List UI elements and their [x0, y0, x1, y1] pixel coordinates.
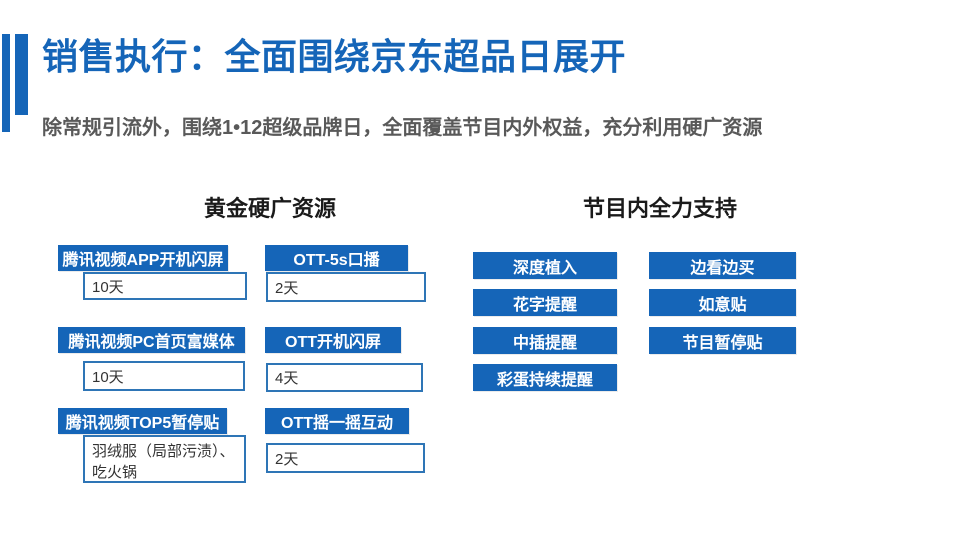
support-chip-deep-placement: 深度植入 [473, 252, 617, 279]
resource-label-app-splash: 腾讯视频APP开机闪屏 [58, 245, 228, 271]
resource-label-ott-splash: OTT开机闪屏 [265, 327, 401, 353]
resource-value-ott-splash: 4天 [266, 363, 423, 392]
support-chip-easteregg-reminder: 彩蛋持续提醒 [473, 364, 617, 391]
section-header-hard-ad: 黄金硬广资源 [203, 196, 336, 221]
resource-label-ott-5s: OTT-5s口播 [265, 245, 408, 271]
title-accent-bar-thin [2, 34, 10, 132]
resource-value-top5-pause: 羽绒服（局部污渍）、吃火锅 [83, 435, 246, 483]
slide-title: 销售执行：全面围绕京东超品日展开 [42, 36, 627, 77]
support-chip-watch-and-buy: 边看边买 [649, 252, 796, 279]
resource-label-top5-pause: 腾讯视频TOP5暂停贴 [58, 408, 227, 434]
resource-label-pc-richmedia: 腾讯视频PC首页富媒体 [58, 327, 245, 353]
section-header-in-show: 节目内全力支持 [582, 196, 737, 221]
slide-subtitle: 除常规引流外，围绕1•12超级品牌日，全面覆盖节目内外权益，充分利用硬广资源 [42, 117, 763, 139]
resource-value-app-splash: 10天 [83, 272, 247, 300]
resource-value-ott-5s: 2天 [266, 272, 426, 302]
support-chip-midroll-reminder: 中插提醒 [473, 327, 617, 354]
resource-value-ott-shake: 2天 [266, 443, 425, 473]
support-chip-program-pause-sticker: 节目暂停贴 [649, 327, 796, 354]
support-chip-caption-reminder: 花字提醒 [473, 289, 617, 316]
resource-label-ott-shake: OTT摇一摇互动 [265, 408, 409, 434]
resource-value-pc-richmedia: 10天 [83, 361, 245, 391]
title-accent-bar-thick [15, 34, 28, 115]
support-chip-ruyi-sticker: 如意贴 [649, 289, 796, 316]
